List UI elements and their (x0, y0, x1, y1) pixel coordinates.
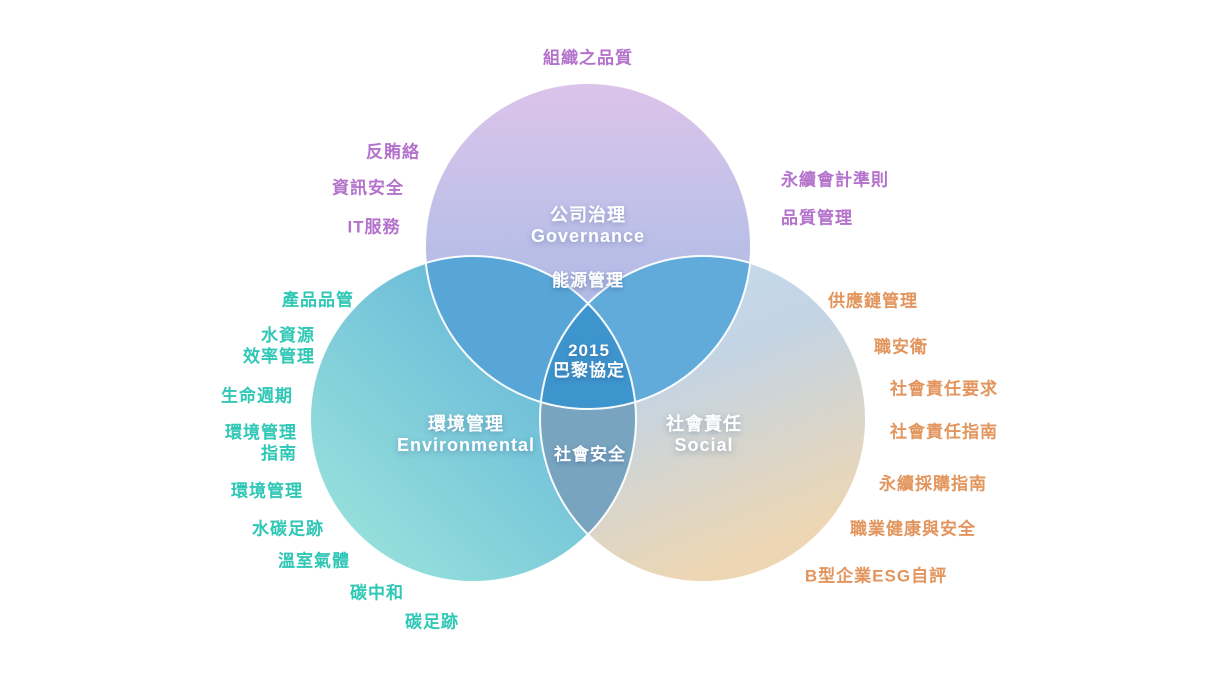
label-product-qc: 產品品管 (282, 290, 354, 310)
label-carbon-neutral: 碳中和 (350, 583, 404, 603)
paris-agreement-year: 2015 (568, 341, 610, 360)
label-supply-chain: 供應鏈管理 (828, 291, 918, 311)
governance-title-zh: 公司治理 (549, 205, 626, 225)
social-safety-label: 社會安全 (554, 445, 626, 464)
label-anti-bribery: 反賄絡 (366, 142, 420, 162)
paris-agreement-label: 2015 巴黎協定 (553, 341, 625, 381)
environmental-title: 環境管理 Environmental (397, 414, 535, 456)
label-occupational-health-safety: 職業健康與安全 (850, 519, 976, 539)
label-water-efficiency: 水資源 效率管理 (243, 325, 315, 367)
label-env-guide: 環境管理 指南 (225, 422, 297, 464)
label-csr-requirement: 社會責任要求 (890, 379, 998, 399)
governance-title-en: Governance (530, 226, 646, 246)
label-info-security: 資訊安全 (332, 178, 404, 198)
social-title-en: Social (674, 435, 734, 455)
label-org-quality: 組織之品質 (543, 48, 633, 68)
label-lifecycle: 生命週期 (221, 386, 293, 406)
label-sustainable-procurement: 永續採購指南 (879, 474, 987, 494)
label-carbon-footprint: 碳足跡 (405, 612, 459, 632)
label-greenhouse-gas: 溫室氣體 (278, 551, 350, 571)
governance-environmental-overlap (425, 256, 636, 409)
social-title-zh: 社會責任 (666, 414, 742, 434)
label-water-carbon-footprint: 水碳足跡 (252, 519, 324, 539)
label-sustain-accounting: 永續會計準則 (781, 170, 889, 190)
label-env-guide-line2: 指南 (261, 444, 297, 463)
label-water-efficiency-line1: 水資源 (261, 326, 315, 345)
label-it-service: IT服務 (347, 217, 401, 237)
environmental-title-zh: 環境管理 (428, 414, 504, 434)
label-water-efficiency-line2: 效率管理 (243, 347, 315, 366)
paris-agreement-name: 巴黎協定 (553, 361, 625, 380)
label-quality-mgmt: 品質管理 (781, 208, 853, 228)
governance-social-overlap (540, 256, 751, 409)
label-env-mgmt: 環境管理 (231, 481, 303, 501)
label-b-corp-esg: B型企業ESG自評 (804, 566, 948, 586)
governance-title: 公司治理 Governance (531, 205, 645, 247)
circle-outlines (309, 82, 867, 583)
social-title: 社會責任 Social (666, 414, 742, 456)
label-csr-guideline: 社會責任指南 (890, 422, 998, 442)
environmental-title-en: Environmental (396, 435, 536, 455)
label-env-guide-line1: 環境管理 (225, 423, 297, 442)
energy-management-label: 能源管理 (552, 271, 624, 290)
label-osh: 職安衛 (874, 337, 928, 357)
